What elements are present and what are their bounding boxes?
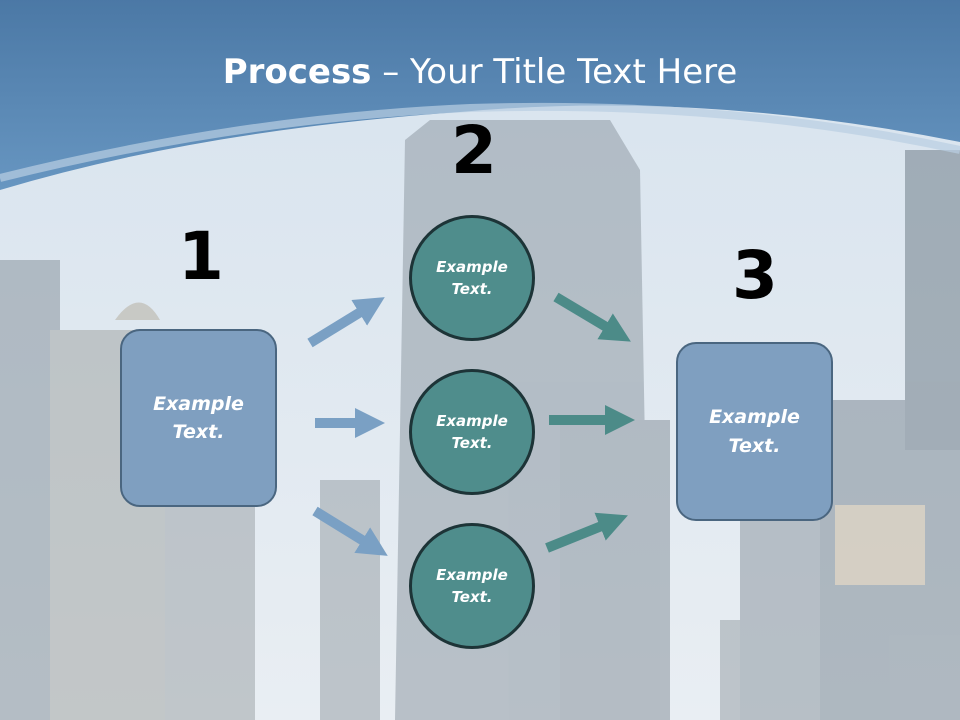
circle-bottom-line1: Example: [436, 565, 508, 584]
arrow-left-to-top: [307, 297, 385, 348]
circle-top-line2: Text.: [451, 280, 493, 298]
circle-middle-line2: Text.: [451, 434, 493, 452]
right-box-line1: Example: [709, 406, 800, 428]
circle-bottom-line2: Text.: [451, 588, 493, 606]
arrow-top-to-right: [553, 292, 631, 342]
arrow-left-to-bottom: [312, 506, 388, 556]
slide-title: Process – Your Title Text Here: [0, 52, 960, 92]
circle-top-line1: Example: [436, 257, 508, 276]
step-number-2: 2: [451, 112, 497, 189]
arrow-bottom-to-right: [545, 512, 628, 553]
title-rest: – Your Title Text Here: [371, 52, 738, 92]
left-box-line1: Example: [153, 392, 244, 415]
circle-middle-line1: Example: [436, 411, 508, 430]
right-box-line2: Text.: [728, 434, 781, 457]
step-number-1: 1: [178, 218, 224, 295]
title-bold: Process: [222, 52, 372, 92]
step-number-3: 3: [732, 237, 778, 314]
left-box-line2: Text.: [172, 421, 225, 443]
